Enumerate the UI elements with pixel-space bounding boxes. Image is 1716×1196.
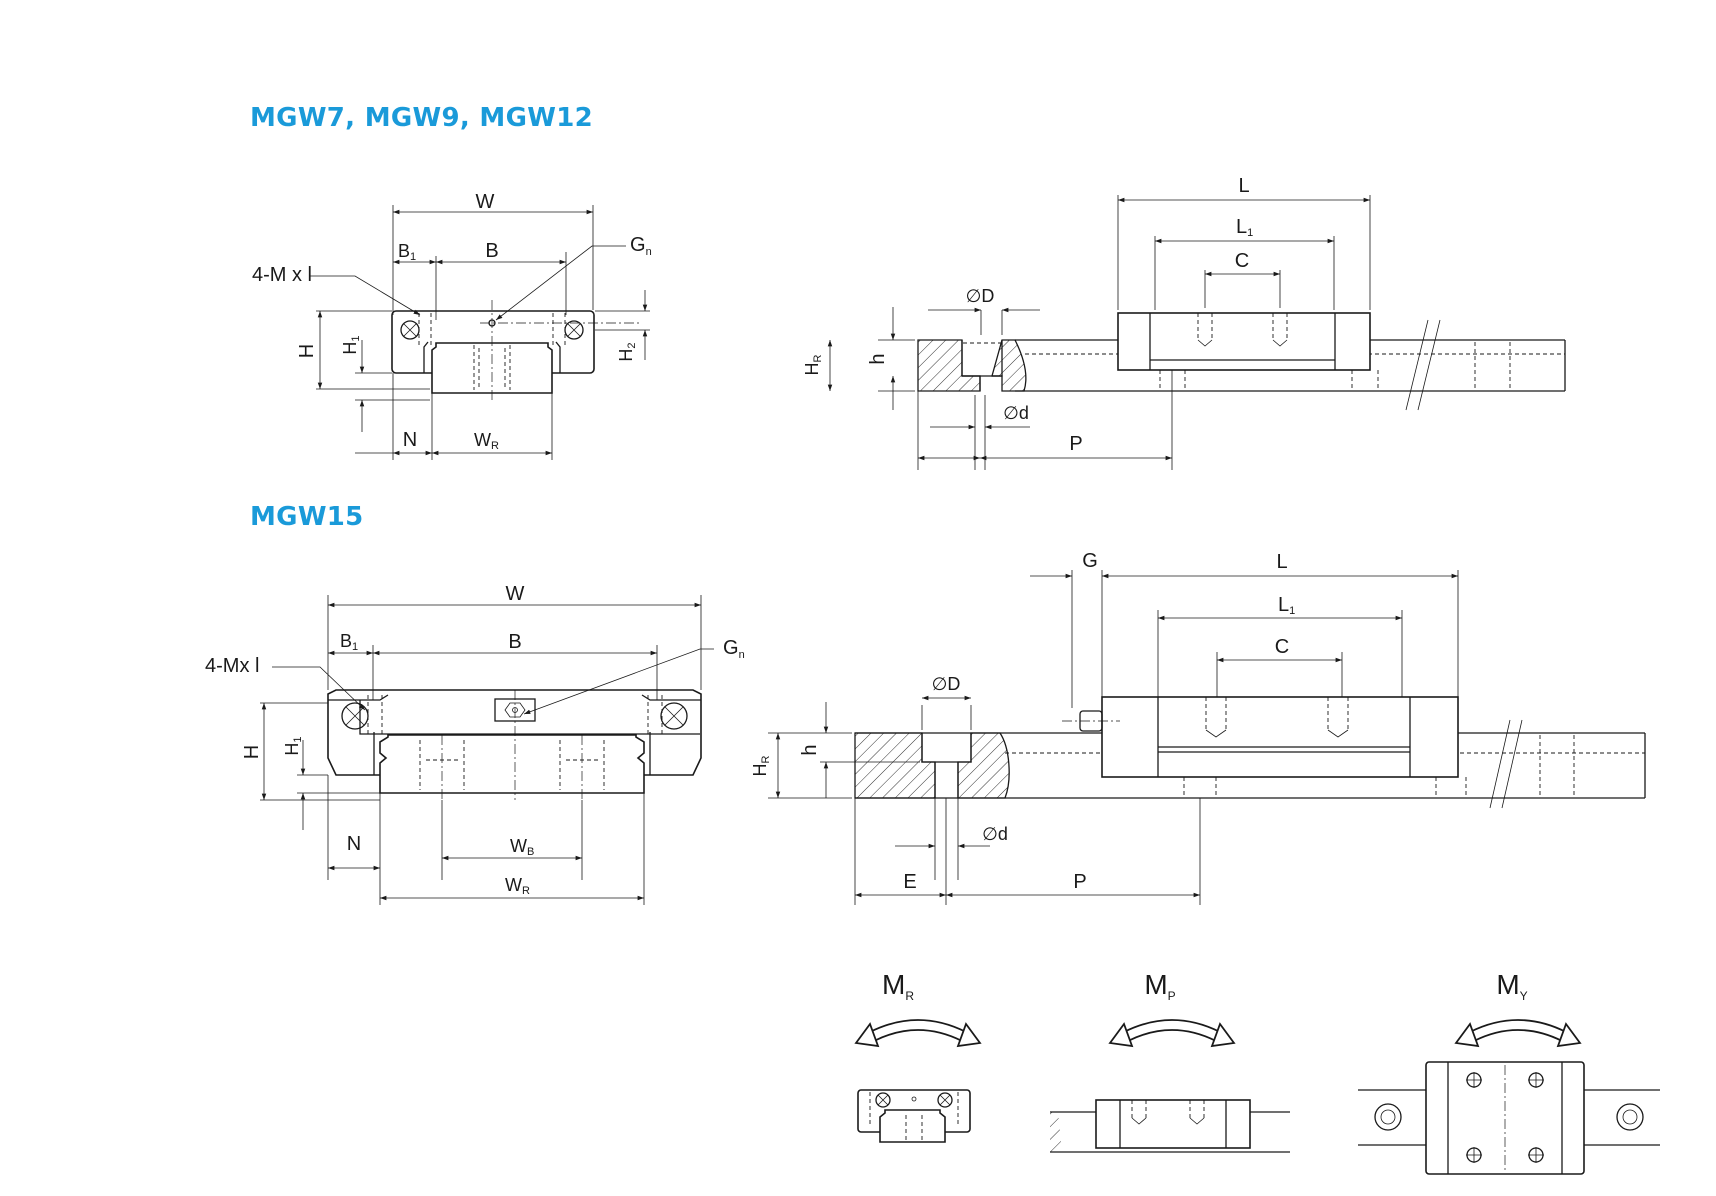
dim-label-L1: L1 <box>1236 216 1253 239</box>
dim-label-H: H <box>241 745 263 759</box>
dim-label-Gn: Gn <box>630 234 652 258</box>
moment-mr-diagram: MR <box>854 969 982 1143</box>
dim-label-B: B <box>508 631 521 653</box>
section-title-mgw15: MGW15 <box>250 502 364 532</box>
dim-label-h: h <box>799 744 821 755</box>
dim-label-H1: H1 <box>282 736 304 755</box>
dim-label-H1: H1 <box>340 335 362 354</box>
dim-label-W: W <box>506 583 525 605</box>
dim-label-P: P <box>1069 433 1082 455</box>
mgw7-side-view: L L1 C ∅D ∅d HR h P <box>802 175 1566 470</box>
dim-label-WB: WB <box>510 836 534 858</box>
dim-label-H2: H2 <box>616 342 638 361</box>
dim-label-B: B <box>485 240 498 262</box>
moment-label-MR: MR <box>882 969 914 1003</box>
curved-double-arrow-icon <box>854 1019 982 1048</box>
moment-label-MP: MP <box>1144 969 1175 1003</box>
dim-label-WR: WR <box>474 430 499 452</box>
dim-label-C: C <box>1275 636 1289 658</box>
dim-label-N: N <box>347 833 361 855</box>
dim-label-L1: L1 <box>1278 594 1295 617</box>
dim-label-mxl: 4-Mx l <box>205 655 259 677</box>
dim-label-L: L <box>1276 551 1287 573</box>
dim-label-L: L <box>1238 175 1249 197</box>
dim-label-C: C <box>1235 250 1249 272</box>
curved-double-arrow-icon <box>1454 1019 1582 1048</box>
dim-label-D: ∅D <box>966 286 995 306</box>
dim-label-Gn: Gn <box>723 637 745 661</box>
cross-hole-icon <box>660 702 688 730</box>
dim-label-P: P <box>1073 871 1086 893</box>
moment-label-MY: MY <box>1496 969 1527 1003</box>
dim-label-B1: B1 <box>340 631 358 653</box>
dim-label-D: ∅D <box>932 674 961 694</box>
section-title-mgw7-9-12: MGW7, MGW9, MGW12 <box>250 103 593 133</box>
dim-label-H: H <box>296 344 318 358</box>
moment-mp-diagram: MP <box>1050 969 1290 1153</box>
dim-label-N: N <box>403 429 417 451</box>
dim-label-W: W <box>476 191 495 213</box>
curved-double-arrow-icon <box>1108 1019 1236 1048</box>
dim-label-G: G <box>1082 550 1098 572</box>
dim-label-mxl: 4-M x l <box>252 264 312 286</box>
dim-label-h: h <box>867 353 889 364</box>
dim-label-d: ∅d <box>982 824 1008 844</box>
dim-label-HR: HR <box>750 755 772 776</box>
mgw15-front-view: W B1 B Gn 4-Mx l H H1 N WB WR <box>205 583 745 905</box>
mgw15-side-view: G L L1 C ∅D ∅d HR h E P <box>750 550 1646 905</box>
dim-label-HR: HR <box>802 354 824 375</box>
mgw7-front-view: W B1 B Gn 4-M x l H H1 H2 N WR <box>252 191 652 460</box>
dim-label-WR: WR <box>505 875 530 897</box>
moment-my-diagram: MY <box>1358 969 1660 1175</box>
dim-label-d: ∅d <box>1003 403 1029 423</box>
dim-label-E: E <box>903 871 916 893</box>
dim-label-B1: B1 <box>398 241 416 263</box>
